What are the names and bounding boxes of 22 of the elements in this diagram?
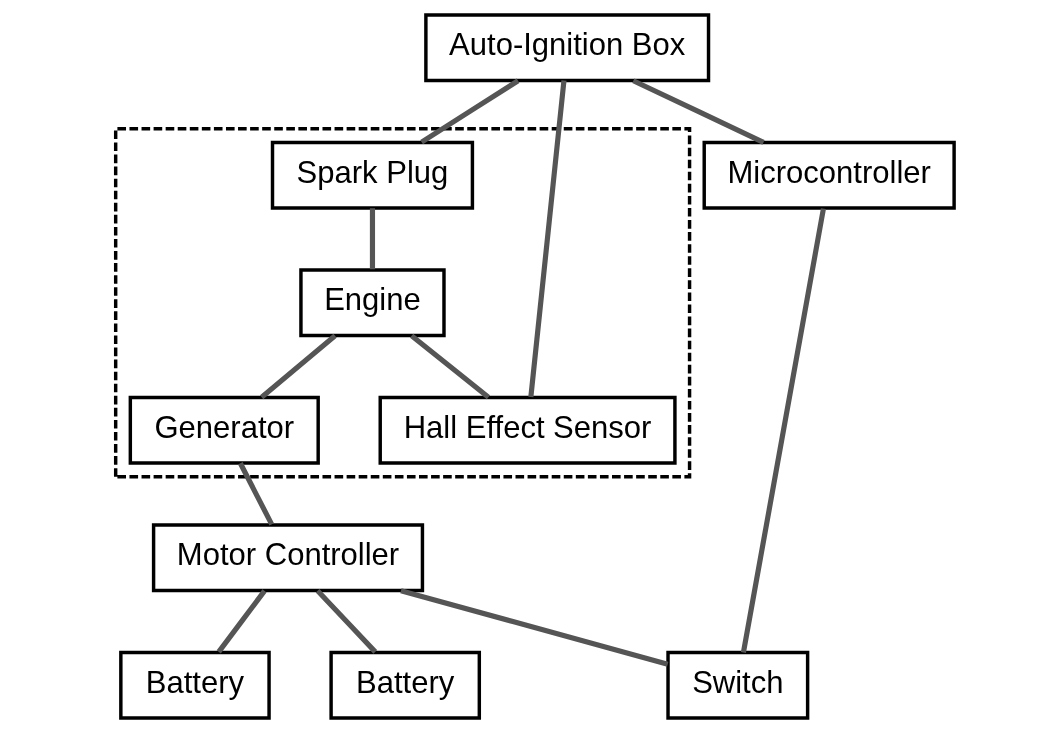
node-box: Battery [328, 650, 481, 720]
connector [740, 208, 826, 654]
node-box: Switch [665, 650, 809, 720]
connector [527, 80, 567, 398]
connector [216, 589, 267, 654]
connector [631, 78, 765, 145]
connector [315, 589, 377, 654]
connector [399, 588, 668, 667]
node-box: Hall Effect Sensor [378, 395, 677, 465]
node-box: Spark Plug [270, 140, 474, 210]
connector [369, 208, 375, 270]
node-box: Auto-Ignition Box [423, 13, 710, 83]
node-box: Generator [128, 395, 320, 465]
connector [237, 462, 274, 526]
connector [419, 78, 519, 145]
node-box: Microcontroller [702, 140, 956, 210]
cluster [113, 126, 691, 479]
node-box: Battery [118, 650, 271, 720]
node-box: Motor Controller [151, 523, 424, 593]
connector [259, 333, 337, 400]
connector [409, 333, 490, 400]
node-box: Engine [298, 268, 446, 338]
